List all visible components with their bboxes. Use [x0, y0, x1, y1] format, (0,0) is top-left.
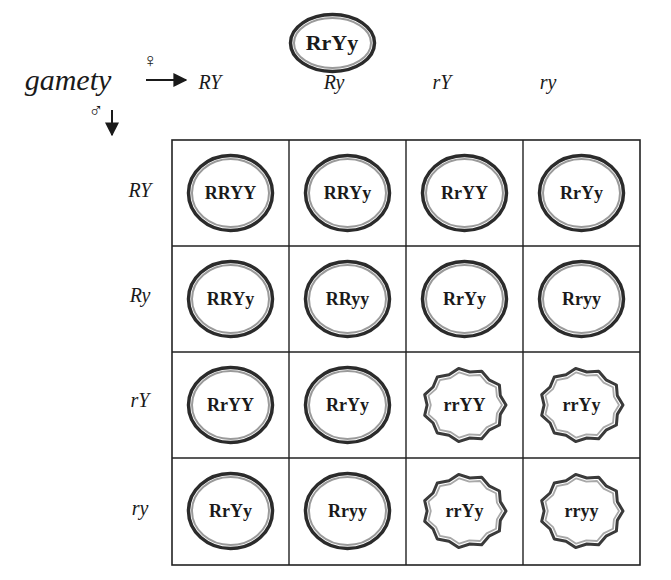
female-gamete: rY — [433, 71, 452, 94]
offspring-genotype: RRyy — [303, 259, 392, 339]
female-gamete: ry — [540, 71, 557, 94]
female-symbol: ♀ — [143, 49, 158, 72]
parent-genotype: RrYy — [288, 12, 377, 74]
genotype-text: RrYY — [207, 395, 254, 416]
genotype-text: RrYy — [306, 30, 359, 56]
offspring-genotype: rrYy — [420, 471, 509, 551]
female-gamete: RY — [199, 71, 222, 94]
offspring-genotype: rrYy — [537, 365, 626, 445]
offspring-genotype: RrYY — [420, 153, 509, 233]
genotype-text: RrYy — [443, 289, 486, 310]
offspring-genotype: RrYy — [537, 153, 626, 233]
genotype-text: rrYy — [446, 501, 484, 522]
genotype-text: Rryy — [562, 289, 601, 310]
genotype-text: rrYy — [563, 395, 601, 416]
offspring-genotype: RrYy — [303, 365, 392, 445]
male-gamete: Ry — [130, 284, 151, 307]
offspring-genotype: RrYY — [186, 365, 275, 445]
male-gamete: rY — [131, 389, 150, 412]
offspring-genotype: RRYy — [186, 259, 275, 339]
offspring-genotype: rrYY — [420, 365, 509, 445]
gamete-heading: gamety — [25, 63, 112, 97]
male-gamete: ry — [132, 497, 149, 520]
offspring-genotype: Rryy — [537, 259, 626, 339]
genotype-text: RRYy — [324, 183, 371, 204]
male-gamete: RY — [129, 179, 152, 202]
offspring-genotype: RRYy — [303, 153, 392, 233]
offspring-genotype: RrYy — [420, 259, 509, 339]
genotype-text: RrYy — [560, 183, 603, 204]
female-gamete: Ry — [324, 71, 345, 94]
genotype-text: rryy — [565, 501, 599, 522]
genotype-text: rrYY — [444, 395, 486, 416]
offspring-genotype: RrYy — [186, 471, 275, 551]
male-symbol: ♂ — [89, 99, 104, 122]
offspring-genotype: Rryy — [303, 471, 392, 551]
genotype-text: RrYy — [326, 395, 369, 416]
genotype-text: RRYy — [207, 289, 254, 310]
genotype-text: RrYy — [209, 501, 252, 522]
genotype-text: RRYY — [205, 183, 256, 204]
offspring-genotype: RRYY — [186, 153, 275, 233]
genotype-text: RRyy — [326, 289, 369, 310]
genotype-text: RrYY — [441, 183, 488, 204]
genotype-text: Rryy — [328, 501, 367, 522]
offspring-genotype: rryy — [537, 471, 626, 551]
